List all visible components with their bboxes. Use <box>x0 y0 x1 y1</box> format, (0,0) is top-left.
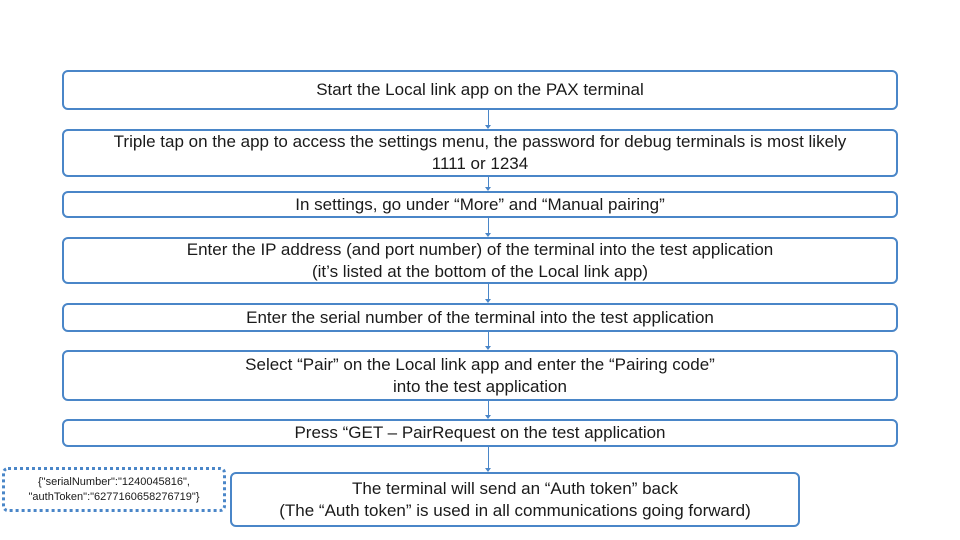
connector-arrow <box>483 447 493 472</box>
connector-arrow <box>483 332 493 350</box>
step-open-settings: Triple tap on the app to access the sett… <box>62 129 898 177</box>
connector-arrow <box>483 218 493 237</box>
auth-response-json: {"serialNumber":"1240045816", "authToken… <box>28 475 200 503</box>
step-pairing-code: Select “Pair” on the Local link app and … <box>62 350 898 401</box>
step-auth-token: The terminal will send an “Auth token” b… <box>230 472 800 527</box>
connector-arrow <box>483 401 493 419</box>
step-manual-pairing: In settings, go under “More” and “Manual… <box>62 191 898 218</box>
connector-arrow <box>483 284 493 303</box>
connector-arrow <box>483 110 493 129</box>
auth-response-example: {"serialNumber":"1240045816", "authToken… <box>2 467 226 512</box>
step-enter-ip: Enter the IP address (and port number) o… <box>62 237 898 284</box>
step-pair-request: Press “GET – PairRequest on the test app… <box>62 419 898 447</box>
step-pair-request-text: Press “GET – PairRequest on the test app… <box>294 423 666 442</box>
connector-arrow <box>483 177 493 191</box>
step-enter-serial-text: Enter the serial number of the terminal … <box>246 307 714 327</box>
step-pairing-code-text: Select “Pair” on the Local link app and … <box>245 354 715 396</box>
step-start-app: Start the Local link app on the PAX term… <box>62 70 898 110</box>
step-auth-token-text: The terminal will send an “Auth token” b… <box>279 478 751 520</box>
step-enter-serial: Enter the serial number of the terminal … <box>62 303 898 332</box>
step-open-settings-text: Triple tap on the app to access the sett… <box>113 132 847 173</box>
step-enter-ip-text: Enter the IP address (and port number) o… <box>186 239 774 281</box>
step-start-app-text: Start the Local link app on the PAX term… <box>316 80 644 99</box>
step-manual-pairing-text: In settings, go under “More” and “Manual… <box>295 194 665 214</box>
